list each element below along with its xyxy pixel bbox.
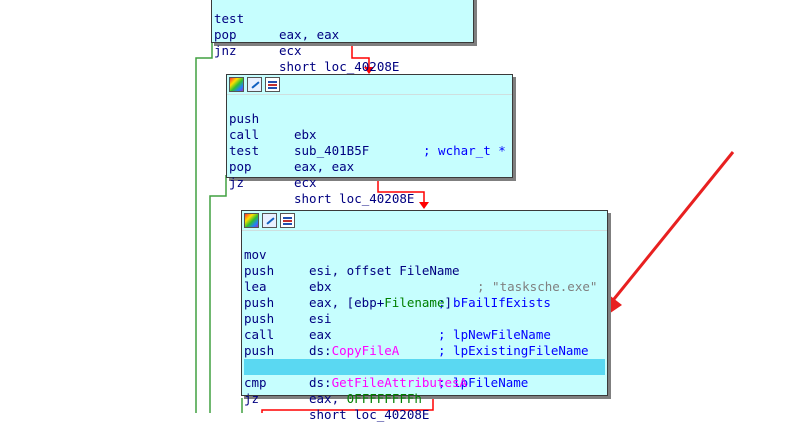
graph-view-icon[interactable] xyxy=(265,77,280,92)
asm-line[interactable]: lea eax, [ebp+Filename] xyxy=(244,263,605,310)
comment: ; lpExistingFileName xyxy=(438,343,589,358)
asm-line[interactable]: push ebx ; bFailIfExists xyxy=(244,247,605,310)
mnemonic: push xyxy=(244,295,275,310)
asm-line[interactable]: call ds:CopyFileA xyxy=(244,311,605,358)
mnemonic: mov xyxy=(244,247,267,262)
segment-prefix: ds: xyxy=(309,343,332,358)
mnemonic: jz xyxy=(244,391,260,406)
asm-line[interactable]: jnz short loc_40208E xyxy=(214,27,469,74)
asm-line[interactable]: push eax ; lpExistingFileName xyxy=(244,295,605,358)
asm-line[interactable]: call ds:GetFileAttributesA xyxy=(244,343,605,390)
basic-block-1[interactable]: push ebx ; wchar_t * call sub_401B5F tes… xyxy=(226,74,513,206)
operand-prefix: eax, xyxy=(309,391,347,406)
comment: ; "tasksche.exe" xyxy=(477,279,598,294)
node-toolbar xyxy=(242,211,607,231)
comment: ; lpNewFileName xyxy=(438,327,551,342)
mnemonic: lea xyxy=(244,279,267,294)
operand: ds:GetFileAttributesA xyxy=(309,375,467,391)
asm-line[interactable]: jz short loc_40208E xyxy=(244,375,605,422)
immediate-value: 0FFFFFFFFh xyxy=(346,391,422,406)
asm-line[interactable]: mov esi, offset FileName ; "tasksche.exe… xyxy=(244,231,605,294)
operand: ebx xyxy=(309,279,332,294)
graph-view-icon[interactable] xyxy=(280,213,295,228)
operand: eax, 0FFFFFFFFh xyxy=(309,391,422,407)
operand: ds:CopyFileA xyxy=(309,343,399,359)
operand: short loc_40208E xyxy=(309,407,430,422)
comment: ; wchar_t * xyxy=(423,143,506,158)
asm-line[interactable]: pop ecx xyxy=(229,143,510,190)
mnemonic: push xyxy=(229,111,260,126)
operand: eax, eax xyxy=(279,27,340,42)
edit-node-icon[interactable] xyxy=(247,77,262,92)
asm-line[interactable]: push ebx ; wchar_t * xyxy=(229,95,510,158)
asm-line[interactable]: test eax, eax xyxy=(214,0,469,42)
asm-line[interactable]: push esi ; lpNewFileName xyxy=(244,279,605,342)
edge-true-middle xyxy=(209,175,227,413)
edge-false-1-arrow xyxy=(364,67,374,74)
asm-line[interactable]: pop ecx xyxy=(214,11,469,58)
operand: ecx xyxy=(294,175,317,190)
node-toolbar xyxy=(227,75,512,95)
mnemonic: jnz xyxy=(214,43,237,58)
operand: eax, [ebp+Filename] xyxy=(309,295,452,311)
asm-line[interactable]: jz short loc_40208E xyxy=(229,159,510,206)
edge-false-2-arrow xyxy=(419,202,429,209)
operand: ebx xyxy=(294,127,317,142)
operand: short loc_40208E xyxy=(279,59,400,74)
asm-line[interactable]: push esi ; lpFileName xyxy=(244,327,605,390)
operand: sub_401B5F xyxy=(294,143,370,158)
asm-line[interactable]: call sub_401B5F xyxy=(229,111,510,158)
api-name[interactable]: GetFileAttributesA xyxy=(331,375,468,390)
asm-line[interactable]: test eax, eax xyxy=(229,127,510,174)
asm-line-selected[interactable]: cmp eax, 0FFFFFFFFh xyxy=(244,359,605,406)
mnemonic: call xyxy=(229,127,260,142)
local-variable[interactable]: Filename xyxy=(384,295,445,310)
api-name[interactable]: CopyFileA xyxy=(331,343,400,358)
mnemonic: push xyxy=(244,263,275,278)
edge-false-3 xyxy=(261,398,434,413)
segment-prefix: ds: xyxy=(309,375,332,390)
basic-block-0[interactable]: test eax, eax pop ecx jnz short loc_4020… xyxy=(211,0,474,74)
mnemonic: test xyxy=(214,11,245,26)
mnemonic: push xyxy=(244,343,275,358)
edge-true-outer xyxy=(195,41,213,413)
operand-prefix: eax, [ebp+ xyxy=(309,295,385,310)
operand: eax, eax xyxy=(294,159,355,174)
mnemonic: cmp xyxy=(244,375,267,390)
mnemonic: call xyxy=(244,327,275,342)
color-palette-icon[interactable] xyxy=(229,77,244,92)
edit-node-icon[interactable] xyxy=(262,213,277,228)
comment: ; bFailIfExists xyxy=(438,295,551,310)
operand-suffix: ] xyxy=(444,295,453,310)
operand: esi, offset FileName xyxy=(309,263,460,278)
basic-block-2[interactable]: mov esi, offset FileName ; "tasksche.exe… xyxy=(241,210,608,422)
operand: eax xyxy=(309,327,332,342)
edge-false-2 xyxy=(377,177,425,203)
mnemonic: pop xyxy=(214,27,237,42)
mnemonic: test xyxy=(229,143,260,158)
mnemonic: jz xyxy=(229,175,245,190)
edge-false-1 xyxy=(351,41,370,68)
mnemonic: pop xyxy=(229,159,252,174)
operand: esi xyxy=(309,311,332,326)
operand: short loc_40208E xyxy=(294,191,415,206)
operand: ecx xyxy=(279,43,302,58)
mnemonic: push xyxy=(244,311,275,326)
annotation-arrow-shaft xyxy=(608,151,735,305)
color-palette-icon[interactable] xyxy=(244,213,259,228)
comment: ; lpFileName xyxy=(438,375,529,390)
